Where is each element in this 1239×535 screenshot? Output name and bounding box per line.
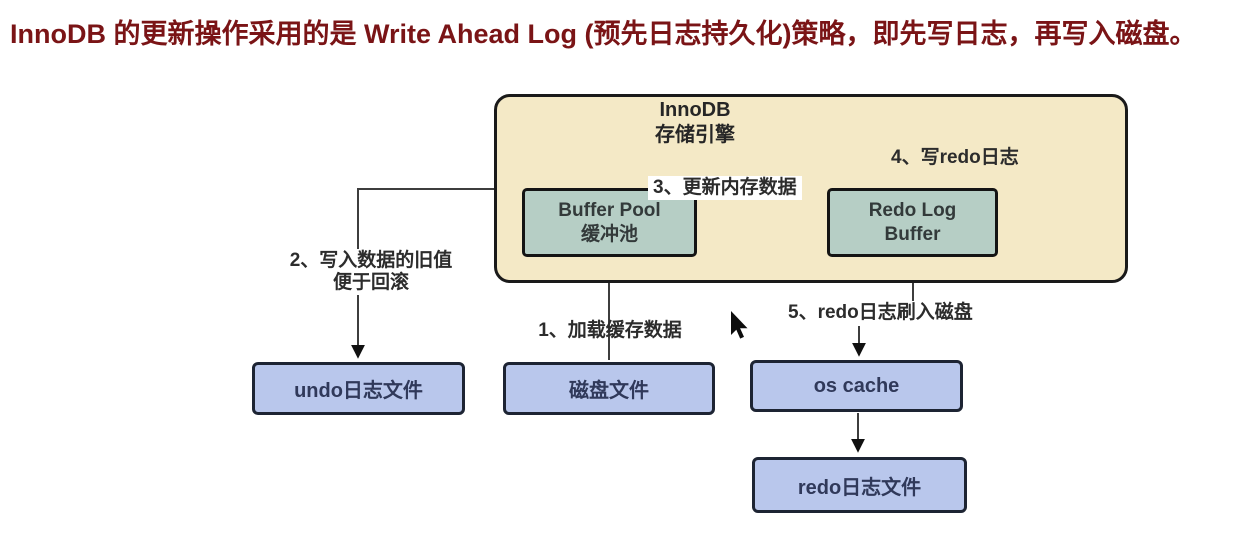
buffer-pool-label-line1: Buffer Pool <box>558 199 661 221</box>
step2-label-line1: 2、写入数据的旧值 <box>289 250 453 271</box>
redo-log-buffer-label-line1: Redo Log <box>868 199 957 221</box>
os-cache-label: os cache <box>813 374 900 397</box>
os-cache-node: os cache <box>750 360 963 412</box>
redo-log-file-node: redo日志文件 <box>752 457 967 513</box>
step3-label: 3、更新内存数据 <box>648 176 802 200</box>
mouse-pointer-icon <box>731 311 748 339</box>
step1-label: 1、加载缓存数据 <box>538 320 682 341</box>
innodb-engine-title-line2: 存储引擎 <box>655 124 735 146</box>
buffer-pool-label-line2: 缓冲池 <box>580 223 638 245</box>
page-title: InnoDB 的更新操作采用的是 Write Ahead Log (预先日志持久… <box>10 19 1197 49</box>
redo-log-buffer-node: Redo Log Buffer <box>827 188 998 257</box>
innodb-engine-title: InnoDB 存储引擎 <box>595 98 795 148</box>
undo-log-file-label: undo日志文件 <box>294 380 423 402</box>
redo-log-buffer-label-line2: Buffer <box>884 223 941 245</box>
step2-label: 2、写入数据的旧值 便于回滚 <box>266 249 476 295</box>
disk-file-label: 磁盘文件 <box>569 380 649 402</box>
step4-label: 4、写redo日志 <box>891 147 1019 168</box>
step5-label: 5、redo日志刷入磁盘 <box>788 302 973 323</box>
disk-file-node: 磁盘文件 <box>503 362 715 415</box>
redo-log-file-label: redo日志文件 <box>797 476 922 499</box>
undo-log-file-node: undo日志文件 <box>252 362 465 415</box>
arrow-write-old-value-to-undo <box>351 188 494 359</box>
step2-label-line2: 便于回滚 <box>332 272 409 293</box>
innodb-engine-title-line1: InnoDB <box>659 99 731 121</box>
